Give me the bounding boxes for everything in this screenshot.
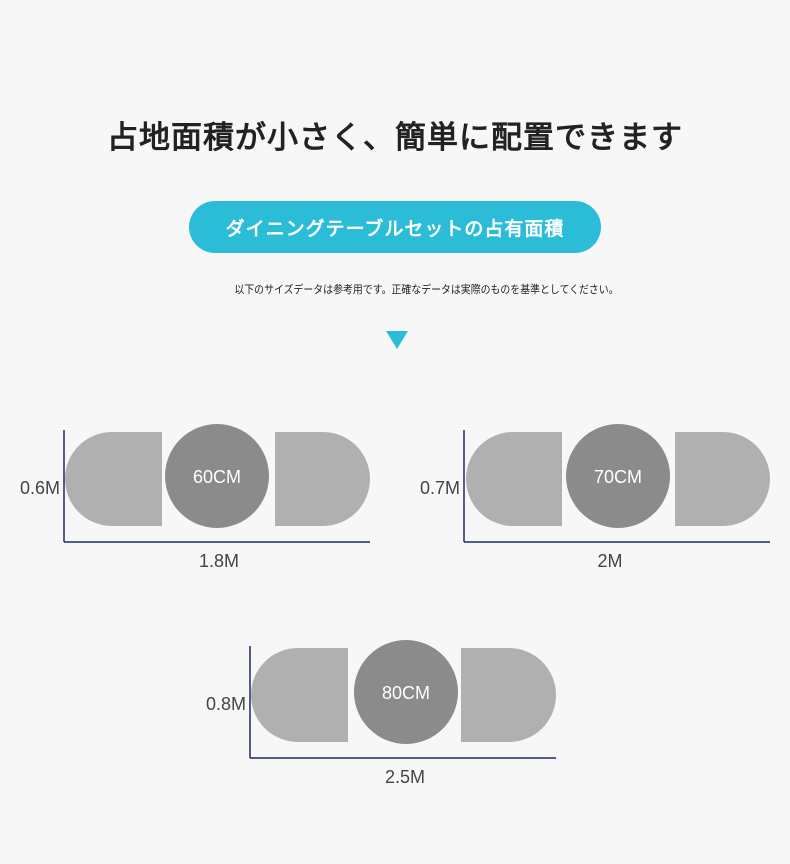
size-diagram-medium: 70CM 0.7M 2M <box>410 424 780 584</box>
footprint-banner: ダイニングテーブルセットの占有面積 <box>189 201 601 253</box>
right-chair <box>275 432 370 526</box>
left-chair <box>65 432 162 526</box>
round-table <box>354 640 458 744</box>
depth-label: 0.6M <box>20 478 60 498</box>
table-layout-graphic: 80CM 0.8M 2.5M <box>206 640 556 787</box>
left-chair <box>466 432 562 526</box>
table-diameter-label: 60CM <box>193 467 241 487</box>
table-diameter-label: 80CM <box>382 683 430 703</box>
width-label: 1.8M <box>199 551 239 571</box>
round-table <box>165 424 269 528</box>
left-chair <box>251 648 348 742</box>
size-diagram-small: 60CM 0.6M 1.8M <box>10 424 380 584</box>
round-table <box>566 424 670 528</box>
table-diameter-label: 70CM <box>594 467 642 487</box>
width-label: 2M <box>597 551 622 571</box>
banner-label: ダイニングテーブルセットの占有面積 <box>225 217 565 240</box>
right-chair <box>675 432 770 526</box>
width-label: 2.5M <box>385 767 425 787</box>
table-layout-graphic: 60CM 0.6M 1.8M <box>20 424 370 571</box>
size-diagram-large: 80CM 0.8M 2.5M <box>196 640 566 800</box>
reference-note: 以下のサイズデータは参考用です。正確なデータは実際のものを基準としてください。 <box>234 283 619 296</box>
page-title: 占地面積が小さく、簡単に配置できます <box>107 120 683 156</box>
table-layout-graphic: 70CM 0.7M 2M <box>420 424 770 571</box>
depth-label: 0.8M <box>206 694 246 714</box>
down-arrow-icon <box>386 331 408 349</box>
right-chair <box>461 648 556 742</box>
depth-label: 0.7M <box>420 478 460 498</box>
